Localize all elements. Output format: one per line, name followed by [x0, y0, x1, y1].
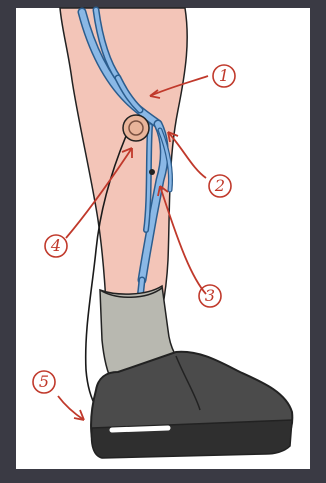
sole-highlight	[112, 428, 168, 430]
frame-top	[0, 0, 326, 8]
frame-bottom	[0, 469, 326, 483]
svg-text:4: 4	[50, 236, 61, 255]
frame-right	[310, 0, 326, 483]
svg-text:5: 5	[39, 372, 49, 391]
svg-text:2: 2	[214, 176, 225, 195]
electrode-tip	[149, 169, 155, 175]
frame-left	[0, 0, 16, 483]
svg-text:3: 3	[205, 286, 215, 305]
svg-text:1: 1	[219, 66, 229, 85]
